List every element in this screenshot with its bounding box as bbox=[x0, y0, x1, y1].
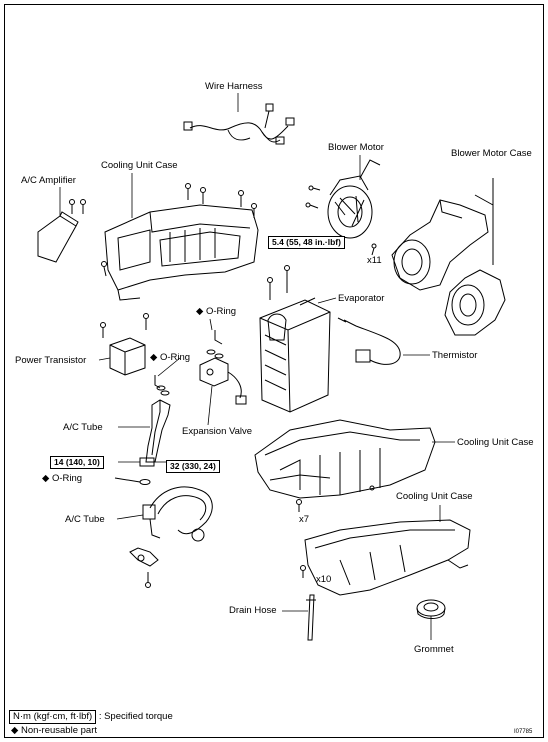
expansion-valve-part bbox=[154, 330, 247, 405]
diamond-icon: ◆ bbox=[42, 473, 50, 484]
figure-code: I07785 bbox=[514, 729, 533, 735]
evaporator-label: Evaporator bbox=[338, 293, 385, 304]
oring-2-label: ◆ O-Ring bbox=[150, 353, 190, 363]
oring-3-label: ◆ O-Ring bbox=[42, 474, 82, 484]
cooling-unit-case-top-label: Cooling Unit Case bbox=[101, 160, 178, 171]
diagram-frame bbox=[4, 4, 544, 738]
diamond-icon: ◆ bbox=[150, 352, 158, 363]
blower-motor-case-label: Blower Motor Case bbox=[451, 148, 532, 159]
cooling-unit-case-mid-part bbox=[254, 419, 436, 512]
leader-lines bbox=[59, 93, 455, 640]
torque-box-evaporator: 5.4 (55, 48 in.·lbf) bbox=[268, 236, 345, 250]
tube-clamp-part bbox=[129, 547, 159, 588]
legend-unit-desc: : Specified torque bbox=[98, 711, 173, 722]
expansion-valve-label: Expansion Valve bbox=[182, 426, 253, 437]
drain-hose-label: Drain Hose bbox=[229, 605, 277, 616]
wire-harness-label: Wire Harness bbox=[205, 81, 263, 92]
torque-box-ac-tube: 14 (140, 10) bbox=[50, 456, 104, 470]
ac-tube-1-label: A/C Tube bbox=[63, 422, 103, 433]
ac-tube-2-label: A/C Tube bbox=[65, 514, 105, 525]
oring-2-text: O-Ring bbox=[159, 352, 191, 363]
torque-box-ac-tube-2: 32 (330, 24) bbox=[166, 460, 220, 474]
count-x7: x7 bbox=[299, 514, 310, 525]
diamond-icon: ◆ bbox=[196, 306, 204, 317]
blower-motor-label: Blower Motor bbox=[328, 142, 384, 153]
legend-torque: N·m (kgf·cm, ft·lbf) : Specified torque bbox=[9, 710, 173, 724]
legend-nonreusable-text: Non-reusable part bbox=[20, 725, 97, 736]
legend-nonreusable: ◆ Non-reusable part bbox=[11, 726, 97, 736]
legend-unit-box: N·m (kgf·cm, ft·lbf) bbox=[9, 710, 97, 724]
evaporator-bolts bbox=[267, 265, 290, 300]
thermistor-part bbox=[337, 317, 401, 365]
cooling-unit-case-upper-part bbox=[101, 183, 259, 301]
ac-tube-2-part bbox=[142, 486, 213, 542]
count-x11: x11 bbox=[367, 255, 382, 266]
oring-3-text: O-Ring bbox=[51, 473, 83, 484]
blower-motor-part bbox=[305, 159, 381, 256]
power-transistor-label: Power Transistor bbox=[15, 355, 87, 366]
grommet-part bbox=[416, 599, 446, 619]
count-x10: x10 bbox=[316, 574, 332, 585]
oring-1-label: ◆ O-Ring bbox=[196, 307, 236, 317]
thermistor-label: Thermistor bbox=[432, 350, 478, 361]
blower-motor-case-part bbox=[391, 178, 506, 336]
grommet-label: Grommet bbox=[414, 644, 454, 655]
oring-3-part bbox=[114, 477, 151, 485]
cooling-unit-case-mid-label: Cooling Unit Case bbox=[457, 437, 534, 448]
ac-amplifier-label: A/C Amplifier bbox=[21, 175, 76, 186]
evaporator-part bbox=[259, 297, 331, 413]
oring-1-text: O-Ring bbox=[205, 306, 237, 317]
drain-hose-part bbox=[306, 594, 316, 641]
ac-amplifier-part bbox=[37, 199, 86, 263]
ac-tube-1-part bbox=[139, 399, 171, 467]
cooling-unit-case-lower-label: Cooling Unit Case bbox=[396, 491, 473, 502]
power-transistor-part bbox=[100, 313, 149, 376]
cooling-unit-case-lower-part bbox=[300, 519, 471, 596]
diamond-icon: ◆ bbox=[11, 725, 19, 736]
wire-harness-part bbox=[183, 103, 295, 145]
